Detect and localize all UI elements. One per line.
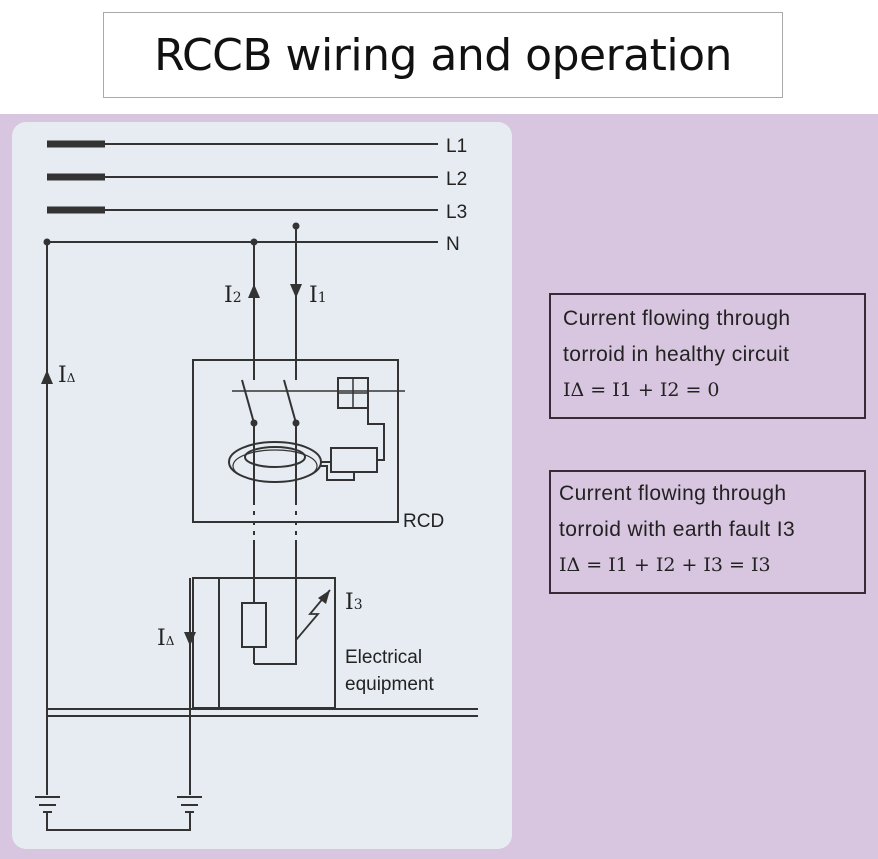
i1-arrow: [290, 284, 302, 298]
bus-label-n: N: [446, 234, 460, 255]
fault-line2: torroid with earth fault I3: [559, 518, 796, 541]
svg-text:I1: I1: [309, 283, 327, 308]
fault-formula: IΔ = I1 + I2 + I3 = I3: [559, 554, 771, 576]
earth-link: [46, 812, 191, 831]
i1-label: I: [309, 283, 318, 308]
bus-label-l3: L3: [446, 202, 467, 223]
rcd-label: RCD: [403, 511, 444, 532]
fault-line1: Current flowing through: [559, 482, 787, 505]
healthy-line2: torroid in healthy circuit: [563, 343, 790, 366]
i-delta-mid-label: I: [157, 626, 166, 651]
healthy-circuit-box: Current flowing through torroid in healt…: [549, 293, 866, 419]
ground-symbol-left: [35, 796, 60, 813]
i-delta-arrow: [41, 370, 53, 384]
i-delta-down-arrow: [184, 632, 196, 646]
i3-label: I: [345, 590, 354, 615]
i-delta-label: I: [58, 363, 67, 388]
healthy-line1: Current flowing through: [563, 307, 791, 330]
page-title: RCCB wiring and operation: [154, 29, 732, 81]
i2-arrow: [248, 284, 260, 298]
bus-label-l1: L1: [446, 136, 467, 157]
earth-fault-box: Current flowing through torroid with ear…: [549, 470, 866, 594]
diagram-panel: [12, 122, 512, 849]
toroid-inner: [244, 446, 306, 468]
i2-label: I: [224, 283, 233, 308]
switch-contact-left: [241, 379, 255, 424]
bus-label-l2: L2: [446, 169, 467, 190]
svg-text:IΔ: IΔ: [157, 626, 175, 651]
load-resistor: [241, 602, 267, 648]
svg-text:IΔ: IΔ: [58, 363, 76, 388]
sense-amplifier: [330, 447, 378, 473]
svg-text:I3: I3: [345, 590, 363, 615]
healthy-formula: IΔ = I1 + I2 = 0: [563, 379, 720, 401]
switch-contact-right: [283, 379, 297, 424]
title-box: RCCB wiring and operation: [103, 12, 783, 98]
equipment-label-line1: Electrical: [345, 647, 422, 668]
equipment-box: [192, 577, 336, 709]
fault-arrow: [295, 589, 331, 641]
ground-symbol-right: [177, 796, 202, 813]
svg-text:I2: I2: [224, 283, 242, 308]
equipment-label-line2: equipment: [345, 674, 434, 695]
